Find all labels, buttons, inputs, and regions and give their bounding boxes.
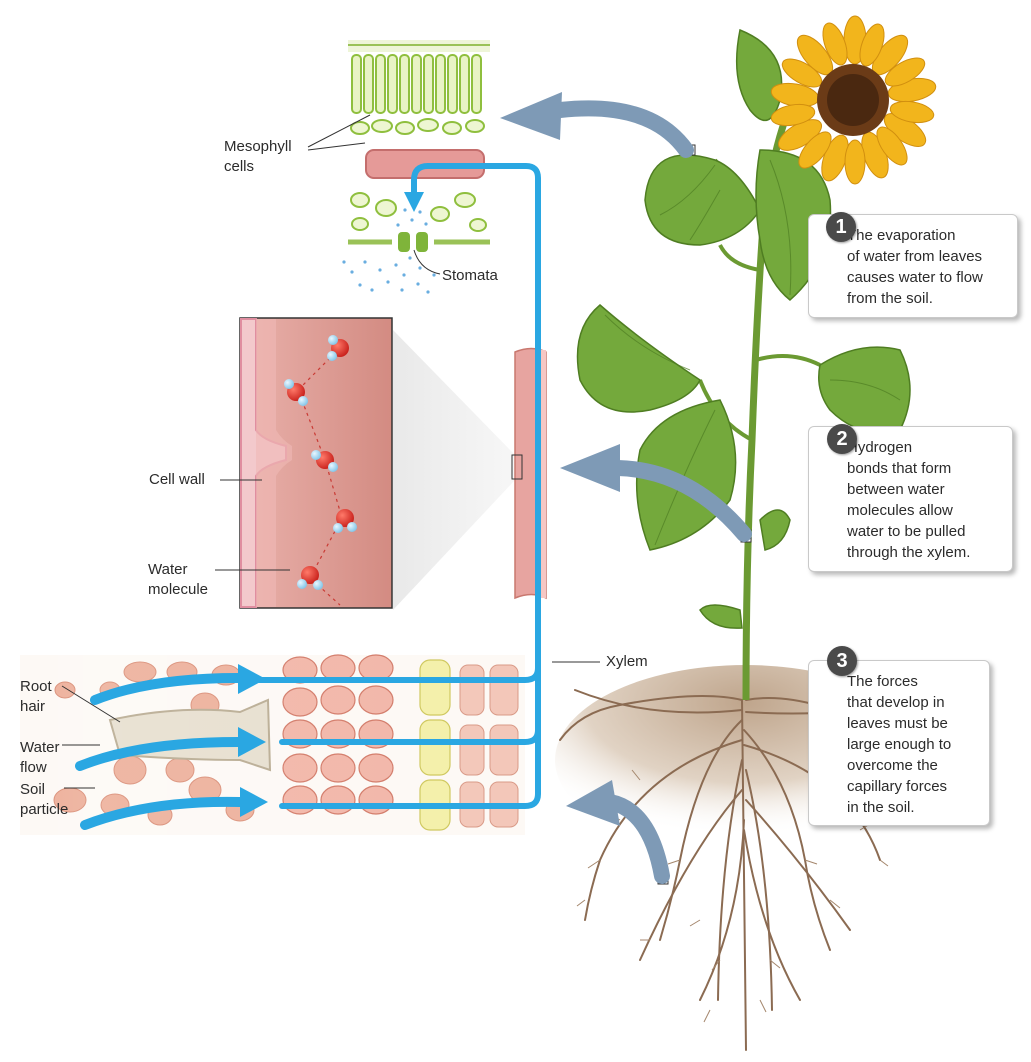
water-molecule-icon — [297, 566, 323, 590]
xylem-label: Xylem — [606, 653, 648, 670]
water-molecule-icon — [311, 450, 338, 472]
step-3-badge: 3 — [827, 646, 857, 676]
soil-particle-label: Soil particle — [20, 781, 69, 818]
mesophyll-cross-section — [342, 40, 490, 294]
water-flow-arrow — [90, 664, 266, 705]
water-molecule-icon — [327, 335, 349, 361]
root-hair-label: Root hair — [20, 678, 52, 715]
flow-arrow — [566, 780, 670, 884]
water-flow-path — [237, 163, 541, 809]
step-3-text: The forces that develop in leaves must b… — [847, 673, 952, 816]
water-flow-arrow — [80, 787, 268, 830]
step-2-callout: Hydrogen bonds that form between water m… — [808, 426, 1013, 572]
water-molecule-icon — [284, 379, 308, 406]
step-1-badge: 1 — [826, 212, 856, 242]
water-molecule-icon — [333, 509, 357, 533]
flow-arrow — [560, 444, 752, 542]
stomata-label: Stomata — [442, 267, 498, 284]
zoom-fan-xylem — [393, 330, 515, 610]
sunflower-head — [770, 15, 937, 185]
step-3-callout: The forces that develop in leaves must b… — [808, 660, 990, 826]
step-1-text: The evaporation of water from leaves cau… — [847, 227, 983, 307]
leader-lines — [61, 114, 600, 789]
water-arrow-head — [404, 192, 424, 212]
step-2-text: Hydrogen bonds that form between water m… — [847, 439, 971, 561]
step-2-badge: 2 — [827, 424, 857, 454]
water-molecule-label: Water molecule — [148, 561, 209, 598]
flow-arrow — [500, 92, 694, 158]
sunflower-plant — [576, 15, 937, 885]
water-flow-arrow — [75, 727, 266, 771]
cell-wall-inset — [239, 317, 393, 609]
cell-wall-label: Cell wall — [149, 471, 205, 488]
water-flow-label: Water flow — [20, 739, 60, 776]
mesophyll-cells-label: Mesophyll cells — [224, 138, 292, 175]
